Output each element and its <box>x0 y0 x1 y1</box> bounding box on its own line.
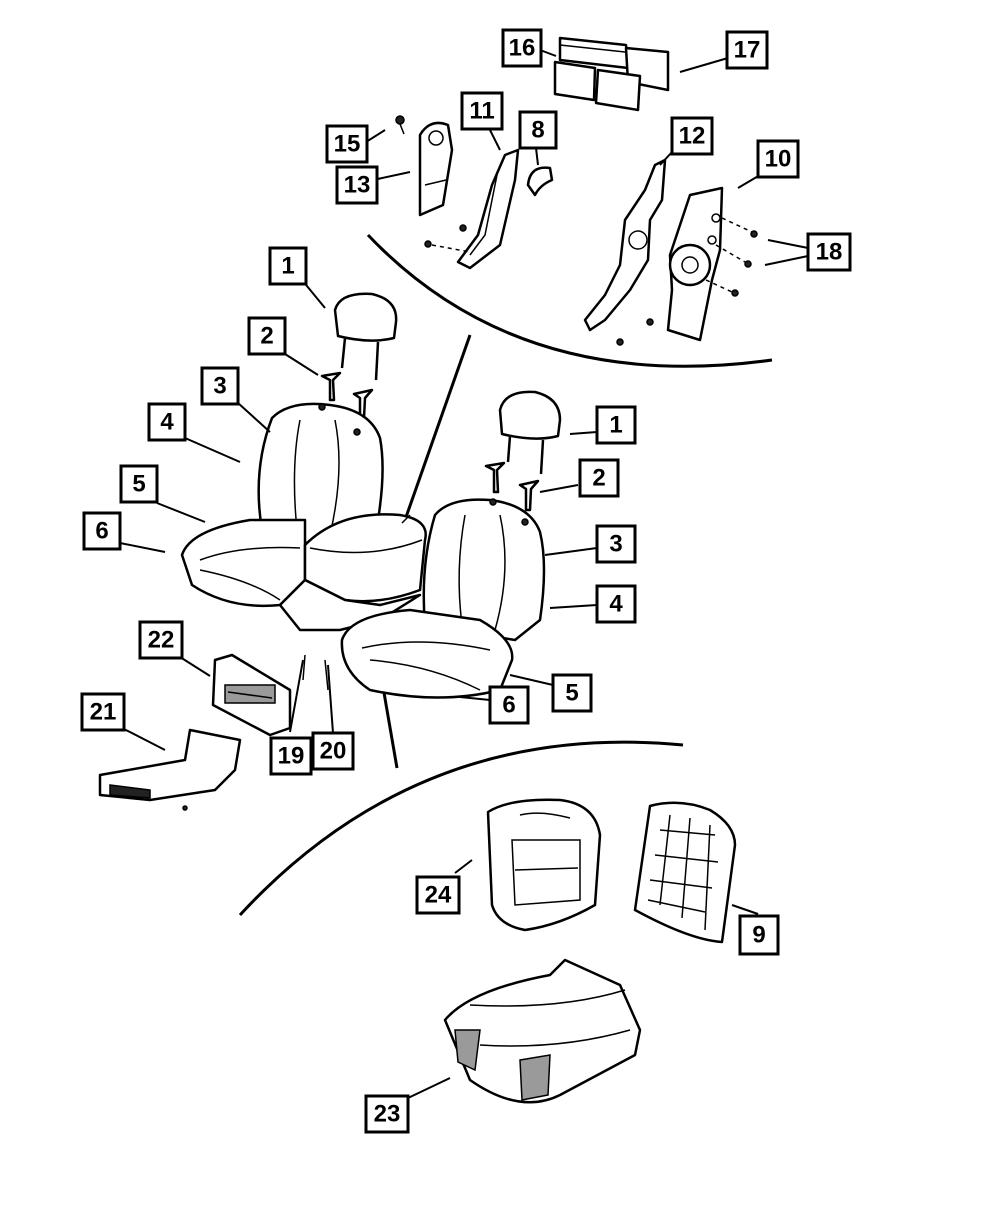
callout-label-2-left: 2 <box>260 323 273 350</box>
callout-3-right: 3 <box>595 524 637 564</box>
upper-inset-connector <box>403 334 472 521</box>
callout-19: 19 <box>269 736 313 776</box>
callout-label-13: 13 <box>344 172 371 199</box>
callout-6-left: 6 <box>82 511 122 551</box>
callout-label-20: 20 <box>320 738 347 765</box>
callout-2-left: 2 <box>247 316 287 356</box>
callout-15: 15 <box>325 124 369 164</box>
upper-inset-arc <box>366 233 773 368</box>
upper-inset-parts <box>395 36 758 346</box>
seatback-frame-part-24 <box>486 798 602 932</box>
callout-label-15: 15 <box>334 131 361 158</box>
callout-label-1-left: 1 <box>281 253 294 280</box>
callout-17: 17 <box>725 30 769 70</box>
callout-label-11: 11 <box>469 98 494 125</box>
center-seat <box>278 578 422 632</box>
callout-label-1-right: 1 <box>609 412 622 439</box>
leader-lines <box>119 49 809 1099</box>
part-19-stub <box>302 654 306 681</box>
duct-part-21 <box>98 728 242 811</box>
callout-label-21: 21 <box>90 699 117 726</box>
callout-18: 18 <box>806 232 852 272</box>
part-20-stub <box>324 659 329 691</box>
callout-label-10: 10 <box>765 146 792 173</box>
callout-label-22: 22 <box>148 627 175 654</box>
recliner-arm-part-12 <box>583 158 667 346</box>
callout-label-23: 23 <box>374 1101 401 1128</box>
callout-label-5-right: 5 <box>565 680 578 707</box>
callout-label-4-right: 4 <box>609 591 623 618</box>
callout-4-left: 4 <box>147 402 187 442</box>
callout-label-3-right: 3 <box>609 531 622 558</box>
seat-cushion-part-23 <box>443 958 642 1104</box>
bench-seat-assembly <box>98 292 562 811</box>
callout-label-16: 16 <box>509 35 536 62</box>
seatback-panel-part-9 <box>633 801 737 944</box>
hinge-bracket-part-11 <box>424 148 520 270</box>
callout-label-2-right: 2 <box>592 465 605 492</box>
callout-label-6-left: 6 <box>95 518 108 545</box>
lower-inset-parts <box>443 798 737 1104</box>
callout-label-18: 18 <box>816 239 843 266</box>
seatback-panel-part <box>553 36 670 112</box>
callout-23: 23 <box>364 1094 410 1134</box>
callout-5-right: 5 <box>551 673 593 713</box>
callout-1-right: 1 <box>595 405 637 445</box>
lower-inset-arc <box>238 740 684 917</box>
vent-part-22 <box>211 653 292 737</box>
callout-16: 16 <box>501 28 543 68</box>
callout-label-6-right: 6 <box>502 692 515 719</box>
callout-9: 9 <box>738 914 780 956</box>
callout-label-5-left: 5 <box>132 471 145 498</box>
left-cushion <box>180 518 307 608</box>
recliner-mechanism-part-10 <box>666 186 758 342</box>
callout-8: 8 <box>518 110 558 150</box>
callout-label-4-left: 4 <box>160 409 174 436</box>
callout-11: 11 <box>460 91 504 131</box>
callout-22: 22 <box>138 620 184 660</box>
callout-13: 13 <box>335 165 379 205</box>
cap-part-8 <box>526 166 554 197</box>
left-headrest <box>320 292 398 420</box>
callout-21: 21 <box>80 692 126 732</box>
callout-label-24: 24 <box>425 882 452 909</box>
callout-label-9: 9 <box>752 922 765 949</box>
callout-1-left: 1 <box>268 246 308 286</box>
callout-6-right: 6 <box>488 685 530 725</box>
right-cushion <box>340 608 514 699</box>
callout-4-right: 4 <box>595 584 637 624</box>
callout-label-3-left: 3 <box>213 373 226 400</box>
callout-label-17: 17 <box>734 37 761 64</box>
callout-label-12: 12 <box>679 123 706 150</box>
right-headrest <box>484 390 562 512</box>
callout-20: 20 <box>311 731 355 771</box>
callout-label-19: 19 <box>278 743 305 770</box>
screw-part-15 <box>395 115 405 135</box>
right-seatback <box>422 498 546 642</box>
callout-10: 10 <box>756 139 800 179</box>
center-armrest <box>303 513 427 603</box>
callout-24: 24 <box>415 875 461 915</box>
callout-5-left: 5 <box>119 464 159 504</box>
callout-3-left: 3 <box>200 366 240 406</box>
callout-label-8: 8 <box>531 117 544 144</box>
callout-12: 12 <box>670 116 714 156</box>
recliner-cover-part-13 <box>418 121 454 217</box>
callout-2-right: 2 <box>578 458 620 498</box>
